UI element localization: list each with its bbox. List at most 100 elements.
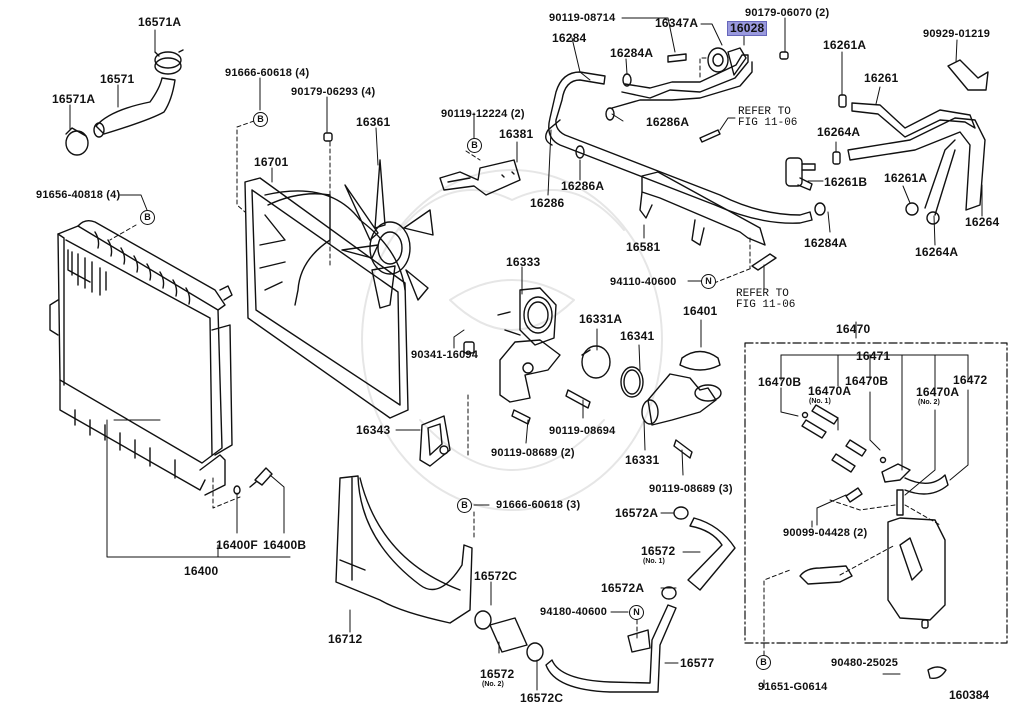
radiator-drain-plug-16400B[interactable] bbox=[250, 468, 272, 487]
label-16470A-no1[interactable]: 16470A bbox=[808, 384, 852, 398]
label-16341[interactable]: 16341 bbox=[620, 329, 655, 343]
grommet-90480-25025[interactable] bbox=[928, 667, 946, 678]
label-16571A-left[interactable]: 16571A bbox=[52, 92, 96, 106]
bypass-pipe-support[interactable] bbox=[640, 172, 765, 245]
label-16286A-low[interactable]: 16286A bbox=[561, 179, 605, 193]
label-94110-40600[interactable]: 94110-40600 bbox=[610, 276, 677, 288]
label-91666-60618-3[interactable]: 91666-60618 (3) bbox=[496, 499, 581, 511]
clamp-16264A-low[interactable] bbox=[927, 212, 939, 224]
label-16264A-low[interactable]: 16264A bbox=[915, 245, 959, 259]
label-16572-no2[interactable]: 16572 bbox=[480, 667, 515, 681]
label-16581[interactable]: 16581 bbox=[626, 240, 661, 254]
label-90480-25025[interactable]: 90480-25025 bbox=[831, 657, 899, 669]
label-16261A-top[interactable]: 16261A bbox=[823, 38, 867, 52]
bimetal-vsv-16261B[interactable] bbox=[786, 158, 815, 190]
label-16572-no1[interactable]: 16572 bbox=[641, 544, 676, 558]
hose-clamp-16572A-low[interactable] bbox=[662, 587, 676, 599]
label-16712[interactable]: 16712 bbox=[328, 632, 363, 646]
label-16400F[interactable]: 16400F bbox=[216, 538, 258, 552]
label-90119-08689-2[interactable]: 90119-08689 (2) bbox=[491, 447, 575, 459]
hose-clamp-16572C-top[interactable] bbox=[475, 611, 491, 629]
bolt-symbol-b-91656-40818[interactable]: B bbox=[140, 210, 155, 225]
lower-fan-shroud[interactable] bbox=[336, 476, 472, 623]
hose-clamp-16284A-top[interactable] bbox=[623, 74, 631, 86]
reservoir-bracket[interactable] bbox=[800, 566, 852, 584]
nut-symbol-n-94110-40600[interactable]: N bbox=[701, 274, 716, 289]
label-16571[interactable]: 16571 bbox=[100, 72, 135, 86]
label-16470A-no2[interactable]: 16470A bbox=[916, 385, 960, 399]
clip-16470B-mid[interactable] bbox=[881, 458, 886, 463]
label-16471[interactable]: 16471 bbox=[856, 349, 891, 363]
clamp-16261A-low[interactable] bbox=[906, 203, 918, 215]
water-pipe-16577[interactable] bbox=[546, 605, 676, 692]
label-16028-highlighted[interactable]: 16028 bbox=[727, 21, 768, 36]
label-90341-16094[interactable]: 90341-16094 bbox=[411, 349, 479, 361]
label-90929-01219[interactable]: 90929-01219 bbox=[923, 28, 991, 40]
water-inlet-housing[interactable] bbox=[498, 288, 560, 402]
clamp-16264A-top[interactable] bbox=[833, 152, 840, 164]
refer-note-bottom-line1[interactable]: REFER TO bbox=[736, 288, 789, 300]
label-90119-12224[interactable]: 90119-12224 (2) bbox=[441, 108, 525, 120]
bracket-90929-01219[interactable] bbox=[948, 60, 988, 90]
clamp-16284A-low[interactable] bbox=[815, 203, 825, 215]
refer-note-bottom-line2[interactable]: FIG 11-06 bbox=[736, 299, 796, 311]
label-90119-08694[interactable]: 90119-08694 bbox=[549, 425, 616, 437]
label-16286A-mid[interactable]: 16286A bbox=[646, 115, 690, 129]
clip-16470B-left[interactable] bbox=[803, 413, 808, 418]
label-16261A-low[interactable]: 16261A bbox=[884, 171, 928, 185]
label-16284[interactable]: 16284 bbox=[552, 31, 587, 45]
hose-clamp-16571A-left[interactable] bbox=[66, 128, 88, 155]
bolt-90119-08714[interactable] bbox=[668, 54, 686, 62]
radiator-hose-16572-no2[interactable] bbox=[490, 618, 527, 652]
gasket-16347A[interactable] bbox=[708, 48, 728, 72]
label-16286[interactable]: 16286 bbox=[530, 196, 565, 210]
label-16701[interactable]: 16701 bbox=[254, 155, 289, 169]
bolt-symbol-b-90119-12224[interactable]: B bbox=[467, 138, 482, 153]
label-16572A-low[interactable]: 16572A bbox=[601, 581, 645, 595]
nut-90179-06070[interactable] bbox=[780, 52, 788, 59]
label-16261B[interactable]: 16261B bbox=[824, 175, 868, 189]
label-90119-08714[interactable]: 90119-08714 bbox=[549, 12, 616, 24]
bolt-90119-08689-3[interactable] bbox=[674, 440, 692, 458]
nut-symbol-n-94180-40600[interactable]: N bbox=[629, 605, 644, 620]
radiator-cap-16401[interactable] bbox=[680, 352, 720, 371]
vacuum-hose-16264[interactable] bbox=[848, 118, 985, 215]
label-16572C-top[interactable]: 16572C bbox=[474, 569, 518, 583]
label-16400B[interactable]: 16400B bbox=[263, 538, 307, 552]
hose-clamp-16286A-mid[interactable] bbox=[606, 108, 614, 120]
bolt-90119-08694[interactable] bbox=[566, 390, 590, 408]
bolt-90099-04428[interactable] bbox=[846, 488, 862, 502]
reservoir-hoses-16470A[interactable] bbox=[802, 405, 866, 472]
label-90099-04428[interactable]: 90099-04428 (2) bbox=[783, 527, 868, 539]
radiator-hose-16572-no1[interactable] bbox=[688, 518, 735, 590]
label-16470B-left[interactable]: 16470B bbox=[758, 375, 802, 389]
hose-clamp-16572C-low[interactable] bbox=[527, 643, 543, 661]
clamp-16261A-top[interactable] bbox=[839, 95, 846, 107]
label-16264A-top[interactable]: 16264A bbox=[817, 125, 861, 139]
reservoir-tank[interactable] bbox=[888, 490, 945, 628]
label-16261[interactable]: 16261 bbox=[864, 71, 899, 85]
label-16343[interactable]: 16343 bbox=[356, 423, 391, 437]
fan-bracket[interactable] bbox=[440, 160, 520, 195]
label-16472[interactable]: 16472 bbox=[953, 373, 988, 387]
label-16361[interactable]: 16361 bbox=[356, 115, 391, 129]
gasket-16343[interactable] bbox=[420, 416, 450, 466]
drain-plug-oring-16400F[interactable] bbox=[234, 486, 240, 494]
water-temp-sensor-bottom[interactable] bbox=[752, 254, 776, 270]
label-16400[interactable]: 16400 bbox=[184, 564, 219, 578]
water-inlet-16331[interactable] bbox=[642, 374, 721, 425]
label-91651-g0614[interactable]: 91651-G0614 bbox=[758, 681, 828, 693]
refer-note-top-line1[interactable]: REFER TO bbox=[738, 106, 791, 118]
label-16577[interactable]: 16577 bbox=[680, 656, 715, 670]
reservoir-cap-16472[interactable] bbox=[882, 464, 948, 494]
label-91656-40818[interactable]: 91656-40818 (4) bbox=[36, 189, 121, 201]
water-temp-sensor-top[interactable] bbox=[700, 130, 720, 142]
label-16470B-mid[interactable]: 16470B bbox=[845, 374, 889, 388]
water-bypass-pipe[interactable] bbox=[546, 72, 812, 223]
radiator[interactable] bbox=[50, 221, 232, 495]
label-16333[interactable]: 16333 bbox=[506, 255, 541, 269]
label-16571A-top[interactable]: 16571A bbox=[138, 15, 182, 29]
thermostat-gasket-16341[interactable] bbox=[621, 367, 643, 397]
bolt-symbol-b-91666-60618-4[interactable]: B bbox=[253, 112, 268, 127]
hose-clamp-16286A-low[interactable] bbox=[576, 146, 584, 158]
